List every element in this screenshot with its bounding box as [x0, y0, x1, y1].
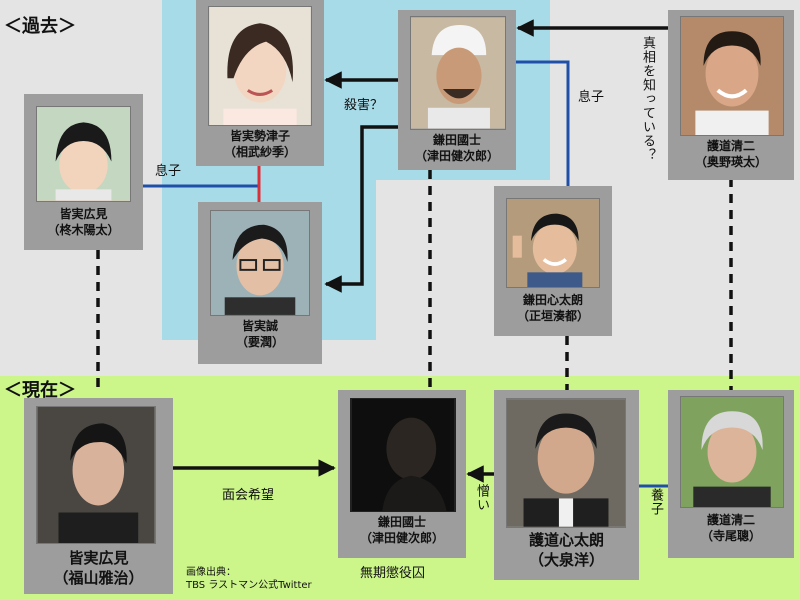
card-kamata-kokushi-now[interactable]: 鎌田國士 （津田健次郎）	[338, 390, 466, 558]
card-gomichi-shintaro[interactable]: 護道心太朗 （大泉洋）	[494, 390, 639, 580]
role-name: 鎌田國士	[432, 133, 481, 147]
actor-name: （柊木陽太）	[47, 223, 120, 238]
portrait-minazane-hiromi-now	[36, 406, 156, 544]
credit-line1: 画像出典：	[186, 567, 236, 578]
actor-name: （大泉洋）	[528, 551, 604, 570]
role-name: 護道心太朗	[528, 531, 604, 549]
actor-name: （津田健次郎）	[359, 531, 444, 546]
portrait-minazane-hiromi-past	[36, 106, 131, 202]
card-minazane-setsuko[interactable]: 皆実勢津子 （相武紗季）	[196, 0, 324, 166]
portrait-minazane-makoto	[210, 210, 310, 316]
portrait-kamata-shintaro	[506, 198, 600, 288]
role-name: 鎌田國士	[377, 515, 426, 529]
portrait-kamata-kokushi-now	[350, 398, 456, 512]
actor-name: （寺尾聰）	[700, 529, 761, 544]
portrait-gomichi-shintaro	[506, 398, 626, 528]
credit-line2: TBS ラストマン公式Twitter	[186, 580, 312, 591]
role-name: 護道清二	[706, 513, 755, 527]
actor-name: （奥野瑛太）	[694, 155, 767, 170]
role-name: 皆実広見	[68, 549, 129, 567]
actor-name: （要潤）	[235, 335, 284, 350]
label-son-kamata: 息子	[578, 90, 605, 105]
card-gomichi-seiji-now[interactable]: 護道清二 （寺尾聰）	[668, 390, 794, 558]
son-link-kamata	[516, 60, 570, 186]
actor-name: （相武紗季）	[223, 145, 296, 160]
label-son-hiromi: 息子	[155, 164, 182, 179]
label-knows-truth: 真相を知っている？	[640, 36, 655, 162]
card-gomichi-seiji-past[interactable]: 護道清二 （奥野瑛太）	[668, 10, 794, 180]
role-name: 皆実誠	[241, 319, 278, 333]
role-name: 鎌田心太朗	[522, 293, 583, 307]
label-meeting: 面会希望	[222, 488, 275, 503]
label-hate: 憎い	[474, 484, 489, 512]
portrait-gomichi-seiji-past	[680, 16, 784, 136]
actor-name: （正垣湊都）	[516, 309, 589, 324]
card-kamata-kokushi-past[interactable]: 鎌田國士 （津田健次郎）	[398, 10, 516, 170]
actor-name: （津田健次郎）	[414, 149, 499, 164]
actor-name: （福山雅治）	[53, 569, 144, 588]
card-kamata-shintaro[interactable]: 鎌田心太朗 （正垣湊都）	[494, 186, 612, 336]
card-minazane-hiromi-past[interactable]: 皆実広見 （柊木陽太）	[24, 94, 143, 250]
label-adopted: 養子	[648, 488, 663, 516]
portrait-minazane-setsuko	[208, 6, 312, 126]
portrait-kamata-kokushi-past	[410, 16, 506, 130]
role-name: 皆実広見	[59, 207, 108, 221]
role-name: 皆実勢津子	[229, 129, 290, 143]
label-murder: 殺害？	[344, 98, 384, 113]
present-section-label: ＜現在＞	[4, 380, 76, 401]
card-minazane-hiromi-now[interactable]: 皆実広見 （福山雅治）	[24, 398, 173, 594]
past-section-label: ＜過去＞	[4, 16, 76, 37]
murder-arrow-makoto	[324, 125, 398, 293]
portrait-gomichi-seiji-now	[680, 396, 784, 508]
role-name: 護道清二	[706, 139, 755, 153]
image-credit: 画像出典： TBS ラストマン公式Twitter	[186, 566, 312, 592]
card-minazane-makoto[interactable]: 皆実誠 （要潤）	[198, 202, 322, 364]
label-life-sentence: 無期懲役囚	[360, 566, 426, 581]
